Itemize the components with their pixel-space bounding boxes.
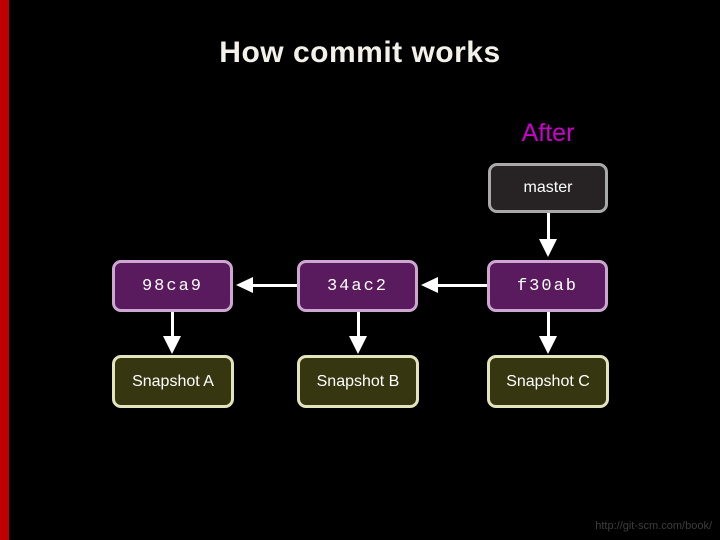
arrow-master-to-f30ab-line <box>547 213 550 241</box>
snapshot-node-b: Snapshot B <box>297 355 419 408</box>
snapshot-node-c: Snapshot C <box>487 355 609 408</box>
snapshot-node-label: Snapshot C <box>506 372 590 390</box>
snapshot-node-label: Snapshot A <box>132 372 214 390</box>
arrow-34ac2-to-98ca9-line <box>251 284 297 287</box>
commit-node-label: 34ac2 <box>326 276 388 296</box>
commit-node-98ca9: 98ca9 <box>112 260 233 312</box>
branch-node-master: master <box>488 163 608 213</box>
arrow-f30ab-to-34ac2-line <box>436 284 487 287</box>
arrow-down-icon <box>539 239 557 257</box>
left-accent-stripe <box>0 0 9 540</box>
arrow-down-icon <box>163 336 181 354</box>
branch-node-label: master <box>523 179 573 196</box>
snapshot-node-label: Snapshot B <box>316 372 400 390</box>
arrow-f30ab-to-snapshot-c-line <box>547 312 550 338</box>
page-title: How commit works <box>219 36 501 69</box>
arrow-down-icon <box>539 336 557 354</box>
arrow-left-icon <box>421 277 438 293</box>
commit-node-f30ab: f30ab <box>487 260 608 312</box>
snapshot-node-a: Snapshot A <box>112 355 234 408</box>
commit-node-label: 98ca9 <box>141 276 203 296</box>
commit-node-34ac2: 34ac2 <box>297 260 418 312</box>
arrow-down-icon <box>349 336 367 354</box>
commit-node-label: f30ab <box>516 276 578 296</box>
stage-label-after: After <box>521 119 575 147</box>
footer-url: http://git-scm.com/book/ <box>595 520 712 532</box>
arrow-98ca9-to-snapshot-a-line <box>171 312 174 338</box>
arrow-34ac2-to-snapshot-b-line <box>357 312 360 338</box>
arrow-left-icon <box>236 277 253 293</box>
